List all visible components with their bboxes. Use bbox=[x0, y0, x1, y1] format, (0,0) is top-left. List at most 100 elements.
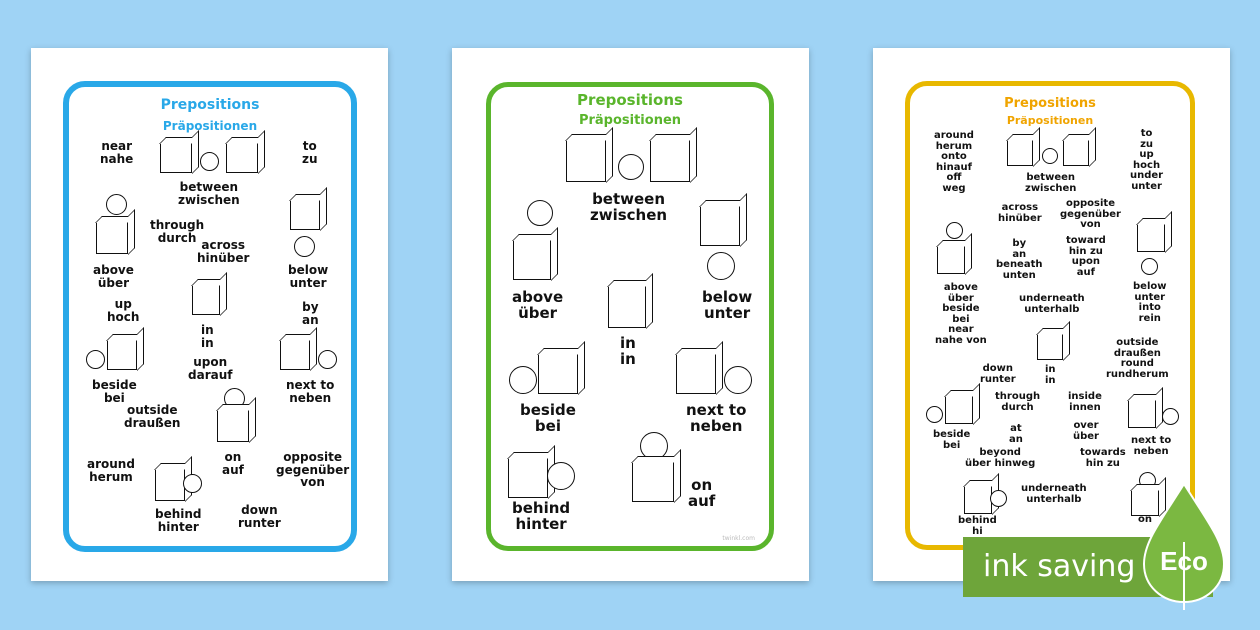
cube-shape bbox=[608, 286, 646, 328]
preview-sheet-3: Prepositions Präpositionen bbox=[873, 48, 1230, 581]
eco-leaf-icon: Eco bbox=[1142, 482, 1226, 610]
label-between: between zwischen bbox=[178, 180, 240, 207]
sheet-title: Prepositions bbox=[160, 97, 260, 113]
label-next-to: next to neben bbox=[686, 401, 747, 435]
label-towards: towards hin zu bbox=[1080, 447, 1126, 469]
cube-shape bbox=[1131, 490, 1159, 516]
label-by-group: by an beneath unten bbox=[996, 238, 1043, 281]
label-toward-group: toward hin zu upon auf bbox=[1066, 235, 1106, 278]
ball-shape bbox=[946, 222, 963, 239]
label-to-group: to zu up hoch under unter bbox=[1130, 128, 1164, 192]
label-next-to: next to neben bbox=[286, 378, 335, 405]
cube-shape bbox=[160, 143, 192, 173]
label-in: in in bbox=[1045, 364, 1056, 386]
label-upon: upon darauf bbox=[188, 355, 233, 382]
ball-shape bbox=[547, 462, 575, 490]
label-above-group: above über beside bei near nahe von bbox=[935, 282, 987, 346]
ball-shape bbox=[724, 366, 752, 394]
ball-shape bbox=[509, 366, 537, 394]
ball-shape bbox=[527, 200, 553, 226]
cube-shape bbox=[676, 354, 716, 394]
cube-shape bbox=[155, 469, 185, 501]
ball-shape bbox=[990, 490, 1007, 507]
cube-shape bbox=[1007, 140, 1033, 166]
sheet-subtitle: Präpositionen bbox=[162, 119, 258, 133]
cube-shape bbox=[290, 200, 320, 230]
label-beyond: beyond über hinweg bbox=[965, 447, 1036, 469]
ball-shape bbox=[618, 154, 644, 180]
label-underneath: underneath unterhalb bbox=[1019, 293, 1085, 315]
label-behind: behind hinter bbox=[155, 507, 202, 534]
label-behind: behind hinter bbox=[512, 499, 571, 533]
cube-shape bbox=[1128, 400, 1156, 428]
cube-shape bbox=[217, 410, 249, 442]
ball-shape bbox=[1162, 408, 1179, 425]
label-down: down runter bbox=[238, 503, 281, 530]
ball-shape bbox=[707, 252, 735, 280]
ball-shape bbox=[294, 236, 315, 257]
ball-shape bbox=[200, 152, 219, 171]
sheet-title: Prepositions bbox=[1004, 96, 1096, 111]
label-around: around herum bbox=[87, 457, 135, 484]
cube-shape bbox=[226, 143, 258, 173]
label-near: near nahe bbox=[100, 139, 134, 166]
label-below: below unter bbox=[288, 263, 329, 290]
label-underneath-2: underneath unterhalb bbox=[1021, 483, 1087, 505]
cube-shape bbox=[566, 140, 606, 182]
label-outside: outside draußen bbox=[124, 403, 181, 430]
label-in: in in bbox=[620, 334, 636, 368]
label-over: over über bbox=[1073, 420, 1099, 442]
label-across: across hinüber bbox=[998, 202, 1042, 224]
cube-shape bbox=[192, 285, 220, 315]
label-behind: behind hi bbox=[958, 515, 997, 537]
sheet-subtitle: Präpositionen bbox=[578, 113, 682, 128]
label-below-group: below unter into rein bbox=[1133, 281, 1167, 324]
label-next-to: next to neben bbox=[1131, 435, 1172, 457]
ball-shape bbox=[318, 350, 337, 369]
cube-shape bbox=[700, 206, 740, 246]
label-beside: beside bei bbox=[520, 401, 576, 435]
label-outside-group: outside draußen round rundherum bbox=[1106, 337, 1169, 380]
cube-shape bbox=[538, 354, 578, 394]
label-to: to zu bbox=[302, 139, 318, 166]
sheet-subtitle: Präpositionen bbox=[1006, 114, 1094, 127]
label-on: on bbox=[1138, 514, 1152, 525]
ball-shape bbox=[1042, 148, 1058, 164]
label-on: on auf bbox=[222, 450, 244, 477]
label-beside: beside bei bbox=[92, 378, 137, 405]
cube-shape bbox=[508, 458, 548, 498]
label-up: up hoch bbox=[107, 297, 140, 324]
cube-shape bbox=[964, 486, 992, 514]
cube-shape bbox=[107, 340, 137, 370]
cube-shape bbox=[632, 462, 674, 502]
label-above: above über bbox=[93, 263, 134, 290]
ball-shape bbox=[86, 350, 105, 369]
label-in: in in bbox=[201, 323, 214, 350]
cube-shape bbox=[1037, 334, 1063, 360]
label-inside: inside innen bbox=[1068, 391, 1102, 413]
label-through: through durch bbox=[995, 391, 1041, 413]
label-opposite: opposite gegenüber von bbox=[1060, 198, 1121, 230]
cube-shape bbox=[96, 222, 128, 254]
cube-shape bbox=[513, 240, 551, 280]
ink-saving-text: ink saving bbox=[983, 549, 1136, 584]
label-between: between zwischen bbox=[590, 190, 668, 224]
label-on: on auf bbox=[688, 476, 716, 510]
label-by: by an bbox=[302, 300, 319, 327]
sheet-footer: twinkl.com bbox=[722, 535, 755, 542]
label-below: below unter bbox=[702, 288, 753, 322]
label-down: down runter bbox=[980, 363, 1016, 385]
cube-shape bbox=[937, 246, 965, 274]
cube-shape bbox=[1137, 224, 1165, 252]
ball-shape bbox=[183, 474, 202, 493]
label-at: at an bbox=[1009, 423, 1023, 445]
cube-shape bbox=[650, 140, 690, 182]
label-above: above über bbox=[512, 288, 564, 322]
cube-shape bbox=[280, 340, 310, 370]
cube-shape bbox=[1063, 140, 1089, 166]
ball-shape bbox=[106, 194, 127, 215]
label-around-group: around herum onto hinauf off weg bbox=[934, 130, 974, 194]
label-opposite: opposite gegenüber von bbox=[276, 450, 350, 490]
label-beside: beside bei bbox=[933, 429, 971, 451]
label-between: between zwischen bbox=[1025, 172, 1077, 194]
